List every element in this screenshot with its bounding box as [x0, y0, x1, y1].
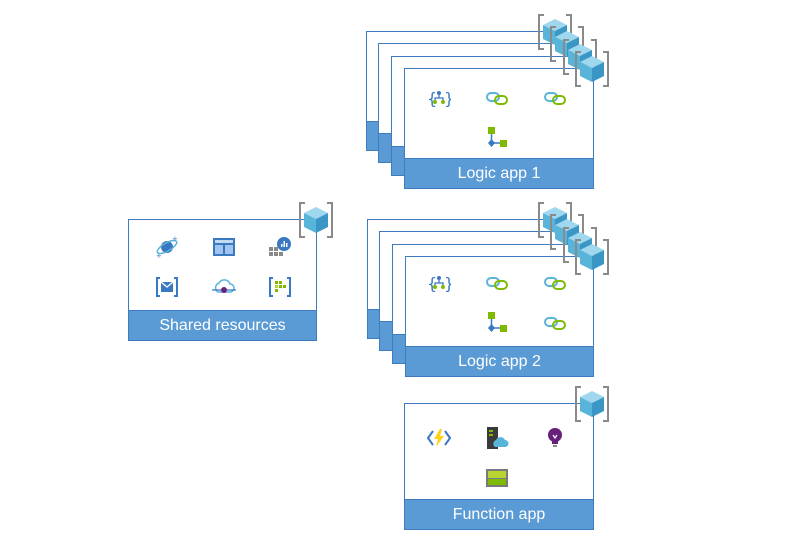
logic-app-1-label: Logic app 1	[405, 158, 593, 188]
dashboard-icon	[213, 238, 235, 256]
function-app-label: Function app	[405, 499, 593, 529]
connector-link-icon	[485, 271, 509, 295]
cosmos-db-icon: + +	[156, 235, 178, 259]
logic-app-2-card: Logic app 2	[405, 256, 594, 377]
api-management-icon	[269, 277, 291, 297]
workflow-code-icon	[427, 86, 451, 110]
svg-text:+: +	[172, 235, 178, 243]
svg-text:+: +	[156, 252, 162, 259]
workflow-code-icon	[427, 271, 451, 295]
resource-group-cube-icon	[295, 199, 337, 241]
resource-group-cube-icon	[571, 383, 613, 425]
workflow-flow-icon	[485, 311, 509, 335]
logic-app-1-card: Logic app 1	[404, 68, 594, 189]
workflow-flow-icon	[485, 126, 509, 150]
connector-link-icon	[543, 271, 567, 295]
connector-link-icon	[485, 86, 509, 110]
resource-group-cube-icon	[571, 236, 613, 278]
resource-group-cube-icon	[571, 48, 613, 90]
azure-function-icon	[427, 429, 451, 447]
analytics-icon	[269, 237, 291, 256]
shared-resources-label: Shared resources	[129, 310, 316, 340]
logic-app-2-label: Logic app 2	[406, 346, 593, 376]
event-grid-icon	[156, 277, 178, 297]
connector-link-icon	[543, 86, 567, 110]
function-app-card: Function app	[404, 403, 594, 530]
cloud-connector-icon	[212, 279, 236, 293]
app-insights-icon	[548, 428, 562, 447]
cloud-server-icon	[487, 427, 509, 449]
shared-resources-card: + +	[128, 219, 317, 341]
storage-icon	[486, 469, 508, 487]
connector-link-icon	[543, 311, 567, 335]
